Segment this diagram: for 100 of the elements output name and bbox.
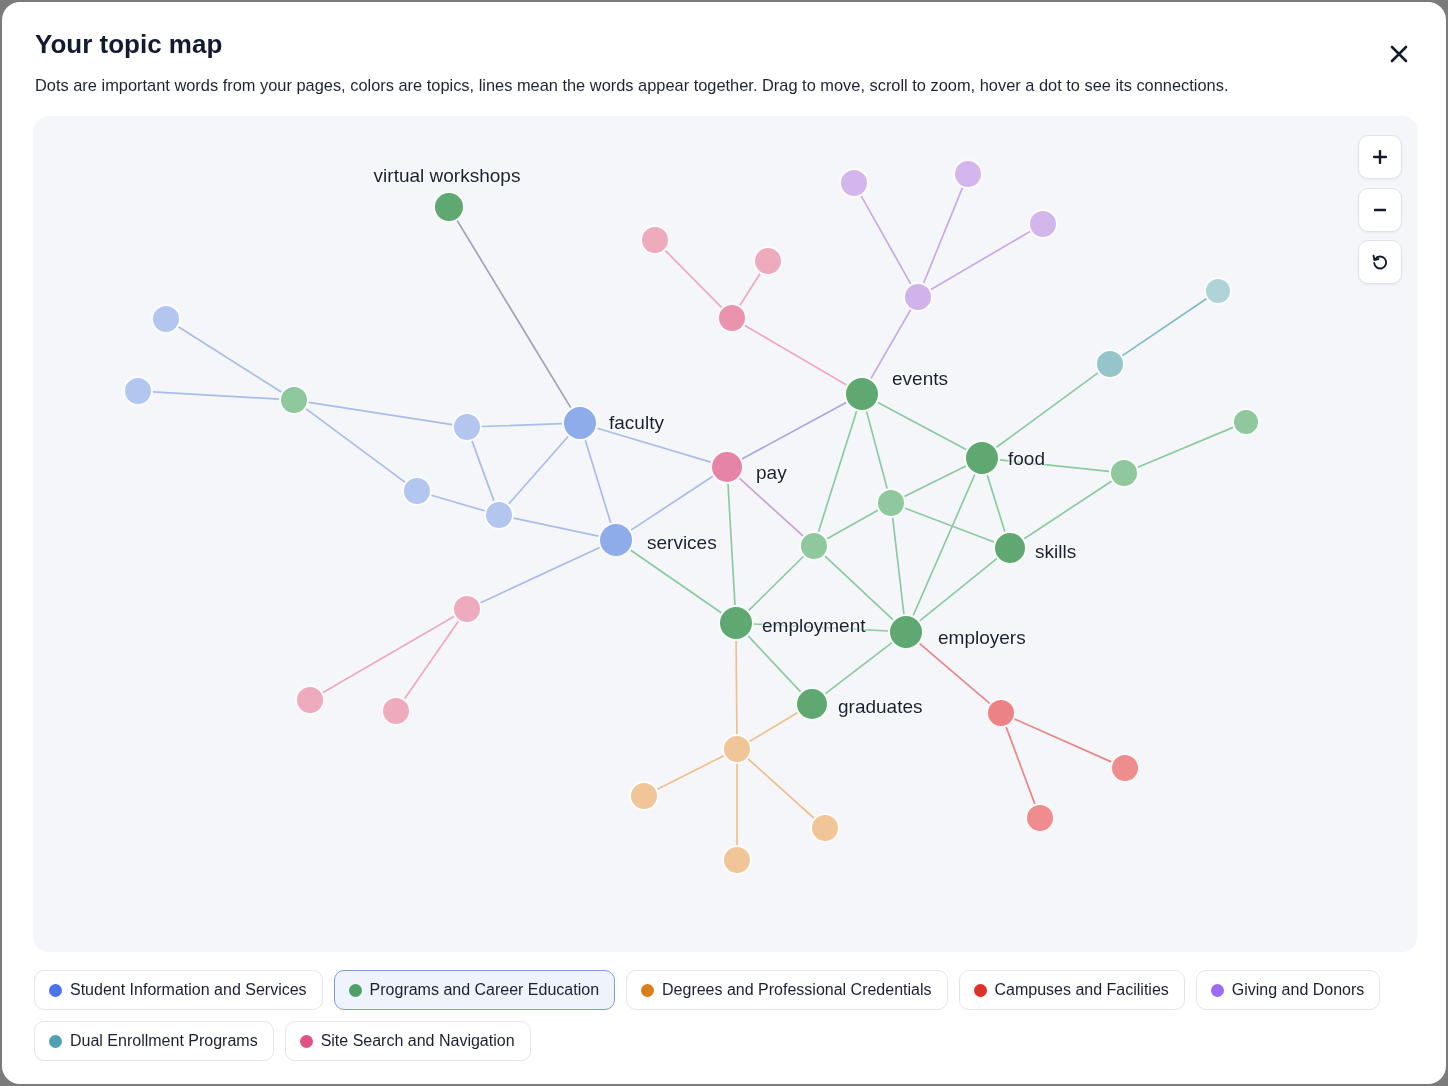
node-label: skills <box>1035 539 1077 563</box>
topic-filter-chip: Degrees and Professional Credentials <box>626 970 948 1010</box>
connector-line <box>904 507 995 543</box>
connector-line <box>747 635 802 693</box>
connector-line <box>152 391 280 400</box>
word-dot <box>562 405 598 441</box>
node-label: services <box>647 530 717 554</box>
connector-line <box>629 549 723 614</box>
connector-line <box>481 422 563 428</box>
word-dot <box>1095 349 1125 379</box>
topic-filter-chip: Campuses and Facilities <box>958 970 1185 1010</box>
word-dot <box>795 687 829 721</box>
word-dot <box>888 614 924 650</box>
connector-line <box>870 309 912 380</box>
word-dot <box>484 500 514 530</box>
connector-line <box>860 195 912 285</box>
word-dot <box>799 531 829 561</box>
connector-line <box>865 410 888 490</box>
word-dot <box>452 412 482 442</box>
connector-line <box>727 483 736 606</box>
connector-line <box>1023 480 1113 540</box>
word-dot <box>1110 753 1140 783</box>
connector-line <box>912 473 976 617</box>
word-dot <box>753 246 783 276</box>
connector-line <box>456 219 572 409</box>
connector-line <box>877 401 967 451</box>
topic-filter-chip: Programs and Career Education <box>333 970 616 1010</box>
topic-filter-chip: Student Information and Services <box>34 970 323 1010</box>
dialog-title: Your topic map <box>35 28 223 61</box>
word-dot <box>993 531 1027 565</box>
node-label: virtual workshops <box>373 163 521 187</box>
word-dot <box>598 522 634 558</box>
connector-line <box>826 509 879 540</box>
connector-line <box>177 326 283 393</box>
connector-line <box>735 640 738 735</box>
connector-line <box>744 324 848 386</box>
connector-line <box>824 555 894 621</box>
word-dot <box>1109 458 1139 488</box>
node-label: employers <box>938 625 1026 649</box>
word-dot <box>876 488 906 518</box>
word-dot <box>1025 803 1055 833</box>
connector-line <box>747 555 805 612</box>
word-dot <box>123 376 153 406</box>
description-text: Dots are important words from your pages, colors are topics, lines mean the words appear together. Drag to move, scroll to zoom, hover a dot to see its connections. <box>35 75 1229 96</box>
connector-line <box>739 272 761 307</box>
word-dot <box>433 191 465 223</box>
connector-line <box>824 642 893 695</box>
connector-line <box>630 475 714 531</box>
connector-line <box>508 435 569 505</box>
connector-line <box>903 465 967 498</box>
word-dot <box>839 168 869 198</box>
word-dot <box>810 813 840 843</box>
word-dot <box>718 605 754 641</box>
connector-line <box>749 711 799 743</box>
connector-line <box>305 408 406 483</box>
connector-line <box>736 763 738 846</box>
connector-line <box>919 557 998 622</box>
connector-line <box>471 440 495 502</box>
word-dot <box>629 781 659 811</box>
word-dot <box>402 476 432 506</box>
connector-line <box>584 439 612 524</box>
node-label: faculty <box>609 410 664 434</box>
topic-filter-chip: Giving and Donors <box>1195 970 1381 1010</box>
connector-line <box>1121 297 1208 357</box>
node-label: employment <box>762 613 866 637</box>
connector-line <box>307 401 454 426</box>
word-dot <box>295 685 325 715</box>
word-dot <box>953 159 983 189</box>
connector-line <box>922 187 964 284</box>
connector-line <box>817 410 858 533</box>
connector-line <box>656 754 725 791</box>
word-dot <box>903 282 933 312</box>
topic-filter-chip: Dual Enrollment Programs <box>34 1021 274 1061</box>
connector-line <box>664 249 723 309</box>
word-dot <box>717 303 747 333</box>
node-label: events <box>892 366 948 390</box>
word-dot <box>1232 408 1260 436</box>
connector-line <box>738 477 804 537</box>
connector-line <box>1005 726 1036 805</box>
word-dot <box>986 698 1016 728</box>
connector-line <box>930 230 1031 291</box>
node-label: food <box>1008 446 1045 470</box>
node-label: graduates <box>838 694 923 718</box>
word-dot <box>722 845 752 875</box>
word-dot <box>640 225 670 255</box>
topic-filter-chip: Site Search and Navigation <box>284 1021 531 1061</box>
word-dot <box>381 696 411 726</box>
connector-line <box>430 494 486 512</box>
connector-line <box>741 401 848 460</box>
connector-line <box>1013 718 1113 763</box>
connector-line <box>995 372 1099 449</box>
word-dot <box>710 450 744 484</box>
word-dot <box>1204 277 1232 305</box>
node-label: pay <box>756 460 787 484</box>
connector-line <box>479 546 601 604</box>
word-dot <box>151 304 181 334</box>
connector-line <box>403 620 460 700</box>
connector-line <box>1136 426 1234 469</box>
connector-line <box>918 642 991 705</box>
word-dot <box>1028 209 1058 239</box>
